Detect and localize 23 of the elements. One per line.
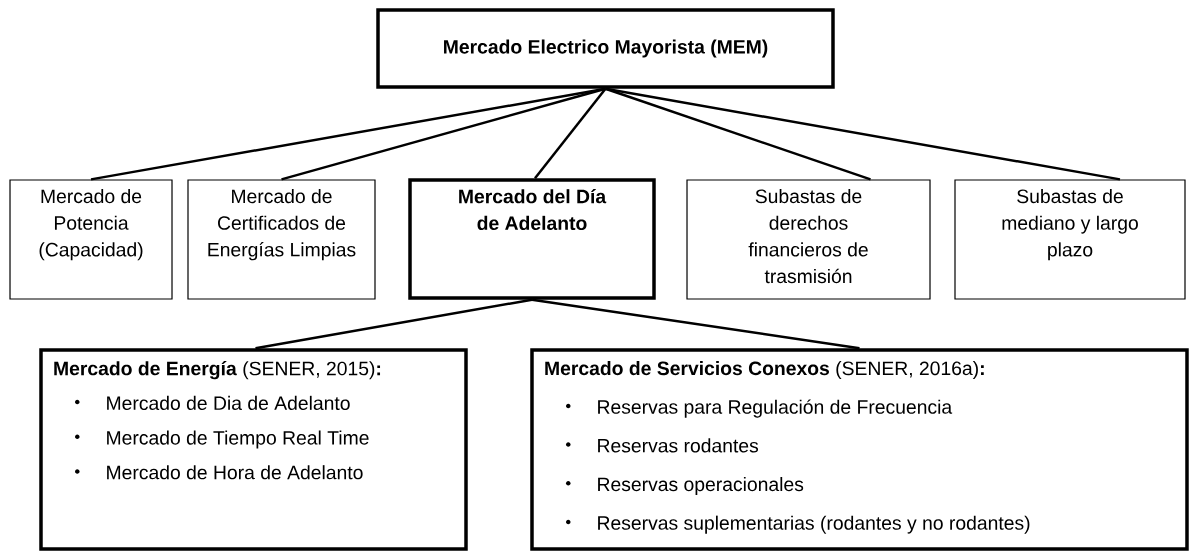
bullet-item: Mercado de Tiempo Real Time (107, 430, 369, 449)
bullet-item: Reservas rodantes (598, 438, 759, 453)
bullet-item: Mercado de Hora de Adelanto (107, 465, 363, 480)
category-box: Mercado de Potencia (Capacidad) (9, 179, 173, 300)
category-box: Subastas de derechos financieros de trasmisión (686, 179, 931, 300)
bullet-item: Reservas operacionales (598, 477, 804, 495)
bullet-item: Reservas para Regulación de Frecuencia (598, 399, 953, 418)
bullet-item: Reservas suplementarias (rodantes y no rodantes) (598, 515, 1030, 534)
category-box: Mercado de Certificados de Energías Limpias (187, 179, 376, 300)
title-box: Mercado Electrico Mayorista (MEM) (376, 8, 835, 89)
list-box (39, 348, 468, 551)
connector-line (531, 298, 860, 350)
connector-line (255, 298, 533, 350)
heading: Mercado de Energía (SENER, 2015): (54, 361, 381, 380)
connector-line (605, 87, 871, 181)
connector-line (281, 87, 606, 181)
connector-line (534, 87, 607, 180)
bullet-item: Mercado de Dia de Adelanto (107, 395, 350, 410)
list-box (530, 348, 1189, 551)
heading: Mercado de Servicios Conexos (SENER, 2016a): (545, 361, 984, 379)
category-box: Mercado del Día de Adelanto (408, 178, 656, 300)
connector-line (605, 87, 1121, 181)
category-box: Subastas de mediano y largo plazo (954, 179, 1186, 300)
